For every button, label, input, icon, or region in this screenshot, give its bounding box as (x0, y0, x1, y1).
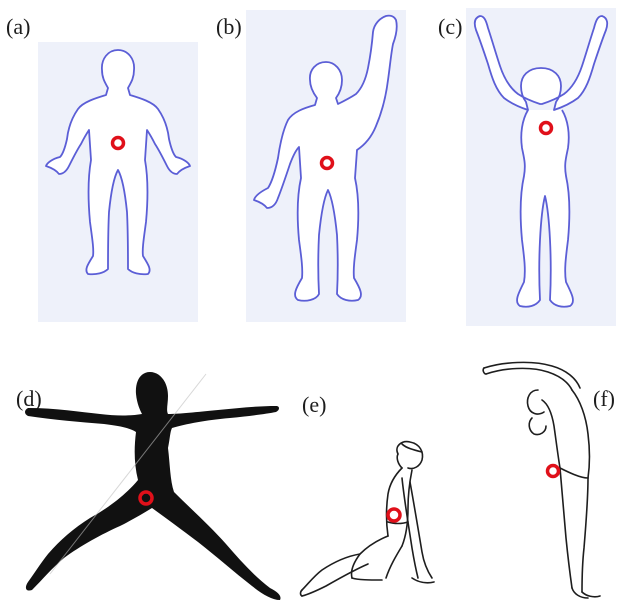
panel-label-e: (e) (302, 394, 326, 416)
panel-e: (e) (290, 370, 460, 605)
center-of-gravity-marker (388, 509, 400, 521)
center-of-gravity-marker (548, 466, 559, 477)
panel-d: (d) (0, 350, 290, 605)
panel-b: (b) (210, 0, 420, 330)
sketch-lines (483, 362, 600, 598)
figure-standing-both-arms-raised (466, 8, 616, 326)
panel-a: (a) (0, 0, 210, 330)
plumb-line (50, 374, 206, 574)
panel-label-a: (a) (6, 16, 30, 38)
figure-standing-backbend-sketch (482, 360, 602, 605)
figure-standing-arms-down (38, 42, 198, 322)
sketch-lines (301, 442, 435, 596)
figure-low-lunge-backbend-sketch (298, 438, 458, 598)
body-silhouette (25, 372, 281, 600)
panel-label-c: (c) (438, 16, 462, 38)
figure-standing-one-arm-raised (246, 10, 406, 322)
panel-f: (f) (460, 350, 621, 605)
panel-label-b: (b) (216, 16, 242, 38)
figure-warrior-pose-silhouette (20, 368, 282, 605)
panel-c: (c) (420, 0, 621, 330)
